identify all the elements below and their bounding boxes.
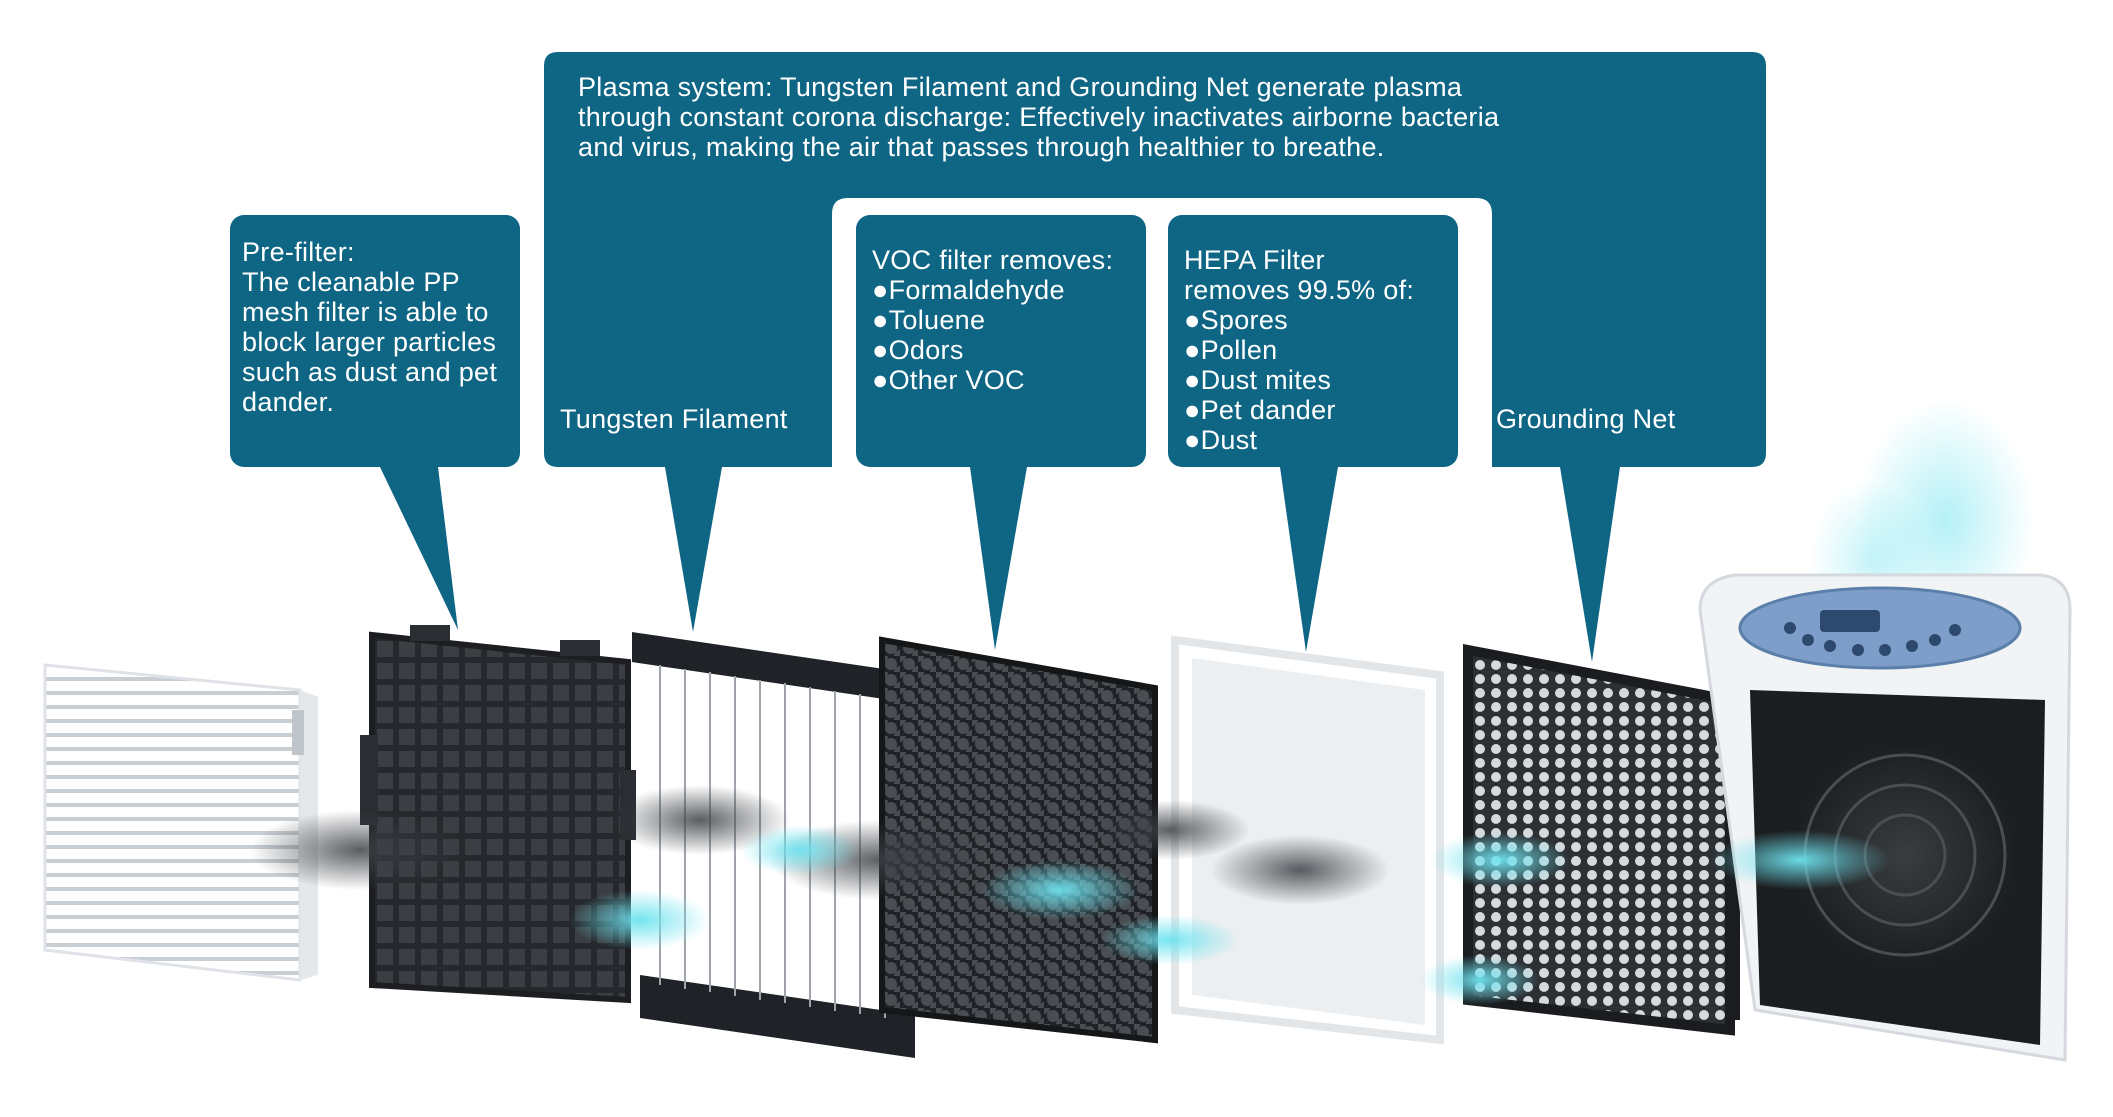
callout-pointers (380, 467, 1620, 662)
hepa-item-pollen: ●Pollen (1184, 335, 1278, 365)
plasma-callout-bg (544, 52, 1766, 467)
prefilter-line-1: Pre-filter: (242, 237, 355, 267)
airflow-dirty (250, 785, 1390, 905)
hepa-item-spores: ●Spores (1184, 305, 1288, 335)
voc-title: VOC filter removes: (872, 245, 1114, 275)
plasma-line-1: Plasma system: Tungsten Filament and Gro… (578, 72, 1463, 102)
purifier-unit (1698, 573, 2072, 1062)
hepa-callout: HEPA Filter removes 99.5% of: ●Spores ●P… (1168, 215, 1458, 467)
hepa-item-dust: ●Dust (1184, 425, 1258, 455)
voc-callout: VOC filter removes: ●Formaldehyde ●Tolue… (856, 215, 1146, 467)
voc-item-other: ●Other VOC (872, 365, 1025, 395)
voc-item-formaldehyde: ●Formaldehyde (872, 275, 1065, 305)
prefilter-line-3: mesh filter is able to (242, 297, 489, 327)
hepa-item-dust-mites: ●Dust mites (1184, 365, 1332, 395)
prefilter-line-5: such as dust and pet (242, 357, 498, 387)
hepa-title-1: HEPA Filter (1184, 245, 1325, 275)
tungsten-label: Tungsten Filament (560, 404, 788, 434)
plasma-callout: Plasma system: Tungsten Filament and Gro… (578, 72, 1748, 162)
prefilter-line-4: block larger particles (242, 327, 497, 357)
hepa-item-pet-dander: ●Pet dander (1184, 395, 1336, 425)
plasma-line-2: through constant corona discharge: Effec… (578, 102, 1500, 132)
grounding-label: Grounding Net (1496, 404, 1676, 434)
hepa-title-2: removes 99.5% of: (1184, 275, 1415, 305)
airflow-clean (570, 825, 1890, 1005)
grounding-label-text: Grounding Net (1496, 404, 1676, 434)
pre-filter-panel (360, 625, 636, 1004)
fan-icon (1790, 740, 2020, 970)
prefilter-line-2: The cleanable PP (242, 267, 460, 297)
tungsten-label-text: Tungsten Filament (560, 404, 788, 434)
plasma-line-3: and virus, making the air that passes th… (578, 132, 1385, 162)
prefilter-line-6: dander. (242, 387, 335, 417)
voc-item-odors: ●Odors (872, 335, 964, 365)
front-grille (43, 663, 318, 982)
voc-item-toluene: ●Toluene (872, 305, 986, 335)
prefilter-callout: Pre-filter: The cleanable PP mesh filter… (230, 215, 520, 467)
